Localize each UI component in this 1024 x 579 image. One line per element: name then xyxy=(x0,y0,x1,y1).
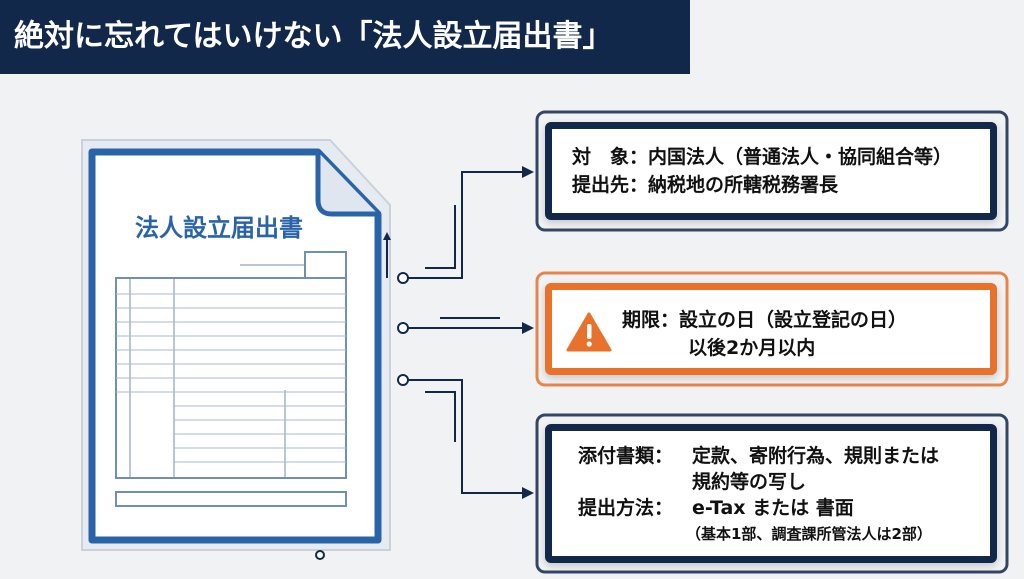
warning-icon xyxy=(566,312,612,352)
target-label: 対 象： xyxy=(572,146,649,168)
document-title: 法人設立届出書 xyxy=(135,214,303,242)
target-value: 内国法人（普通法人・協同組合等） xyxy=(648,146,953,168)
deadline-label: 期限： xyxy=(622,309,680,331)
attachments-method-box: 添付書類： 定款、寄附行為、規則または 規約等の写し 提出方法： e-Tax または… xyxy=(545,424,997,563)
deadline-value: 設立の日（設立登記の日） xyxy=(679,309,908,331)
submit-to-label: 提出先： xyxy=(572,174,649,196)
page-title: 絶対に忘れてはいけない「法人設立届出書」 xyxy=(0,0,690,74)
attachments-value: 定款、寄附行為、規則または xyxy=(692,445,940,467)
deadline-value-cont: 以後2か月以内 xyxy=(688,337,816,359)
method-value: e-Tax または 書面 xyxy=(692,497,854,519)
attachments-label: 添付書類： xyxy=(578,445,674,467)
deadline-box: 期限：設立の日（設立登記の日） 以後2か月以内 xyxy=(545,283,997,375)
target-submission-box: 対 象：内国法人（普通法人・協同組合等） 提出先：納税地の所轄税務署長 xyxy=(545,122,997,220)
attachments-value-cont: 規約等の写し xyxy=(692,471,807,493)
connector-lines xyxy=(386,171,522,494)
submit-to-value: 納税地の所轄税務署長 xyxy=(648,174,839,196)
document-illustration xyxy=(81,139,391,551)
method-label: 提出方法： xyxy=(578,497,674,519)
method-note: （基本1部、調査課所管法人は2部） xyxy=(686,525,932,543)
